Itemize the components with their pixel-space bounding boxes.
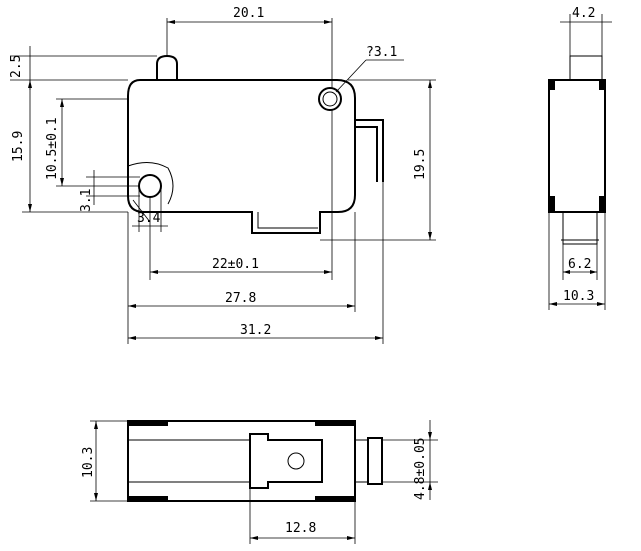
- bottom-body-outline: [127, 420, 356, 502]
- upper-hole-inner: [322, 91, 338, 107]
- dim-overall-length: 31.2: [240, 323, 271, 338]
- dim-hole-diameter: ?3.1: [366, 45, 397, 60]
- dim-hole-spacing: 22±0.1: [212, 257, 259, 272]
- bottom-view: 10.3 4.8±0.05 12.8: [81, 420, 438, 544]
- dim-actuator-height: 2.5: [9, 55, 24, 78]
- side-view: 4.2 6.2 10.3: [548, 6, 612, 310]
- bottom-terminal-tab: [257, 212, 318, 229]
- dim-body-length: 27.8: [225, 291, 256, 306]
- dim-bottom-terminal-width: 4.8±0.05: [413, 437, 428, 500]
- bottom-end-terminal: [367, 437, 383, 485]
- dim-side-body-width: 10.3: [563, 289, 594, 304]
- dim-side-actuator-width: 4.2: [572, 6, 595, 21]
- dim-actuator-to-hole: 20.1: [233, 6, 264, 21]
- dim-bottom-terminal-length: 12.8: [285, 521, 316, 536]
- actuator-plunger: [156, 54, 178, 80]
- side-terminal: [562, 211, 598, 245]
- upper-mounting-hole: [318, 87, 342, 111]
- dim-side-terminal-width: 6.2: [568, 257, 591, 272]
- front-view: 20.1 ?3.1 2.5 15.9 10.5±0.1 3.1 3.4: [9, 6, 436, 344]
- lower-mounting-hole: [138, 174, 162, 198]
- lever-terminal: [355, 119, 384, 182]
- dim-bottom-body-width: 10.3: [81, 447, 96, 478]
- dim-overall-height: 15.9: [11, 131, 26, 162]
- dim-lower-hole-diameter: 3.4: [137, 211, 161, 226]
- dim-total-height: 19.5: [413, 149, 428, 180]
- side-body-outline: [548, 79, 606, 213]
- lower-hole-lug: [127, 162, 174, 205]
- switch-body-outline: [127, 79, 356, 234]
- dim-lower-hole-offset: 3.1: [79, 189, 94, 212]
- bottom-terminal-tab: [249, 433, 323, 489]
- side-actuator: [569, 55, 603, 81]
- dim-pin-height: 10.5±0.1: [45, 117, 60, 180]
- terminal-hole: [287, 452, 305, 470]
